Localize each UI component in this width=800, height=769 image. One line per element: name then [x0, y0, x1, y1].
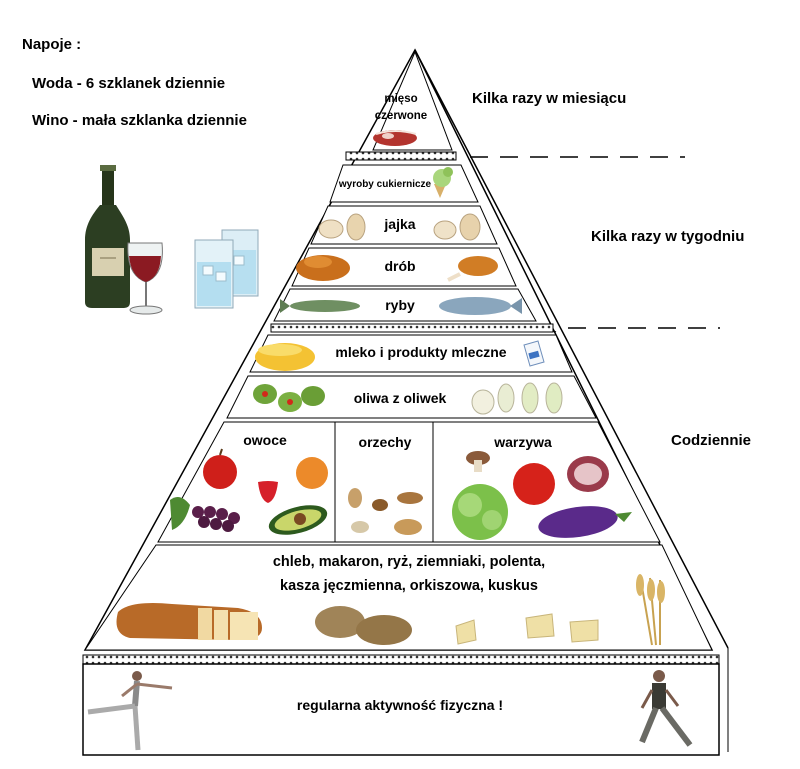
- activity-label: regularna aktywność fizyczna !: [296, 697, 504, 713]
- ice-cream-icon: [433, 167, 453, 198]
- fish-icon-right: [439, 297, 522, 315]
- garlic-cloves-icon: [471, 382, 563, 415]
- eggs-icon: [318, 213, 481, 241]
- bread-loaf-icon: [116, 603, 262, 640]
- tier-red-meat-line1: mięso: [384, 93, 418, 105]
- tier-red-meat-line2: czerwone: [374, 110, 428, 122]
- peach-icon: [296, 457, 328, 489]
- water-recommendation: Woda - 6 szklanek dziennie: [32, 75, 226, 92]
- wine-bottle-icon: [85, 165, 130, 308]
- avocado-icon: [268, 505, 328, 535]
- strawberry-icon: [258, 481, 278, 503]
- mushroom-icon: [466, 451, 490, 472]
- wheat-icon: [636, 574, 665, 646]
- frequency-weekly: Kilka razy w tygodniu: [591, 228, 745, 245]
- cabbage-icon: [452, 484, 508, 540]
- chicken-leg-icon: [447, 256, 498, 282]
- tier-grains-line1: chleb, makaron, ryż, ziemniaki, polenta,: [272, 554, 546, 570]
- green-olives-icon: [253, 384, 325, 412]
- frequency-daily: Codziennie: [671, 432, 752, 449]
- wine-glass-icon: [127, 242, 163, 315]
- grapes-icon: [170, 496, 240, 532]
- eggplant-icon: [538, 506, 632, 538]
- tier-poultry-label: drób: [384, 258, 416, 274]
- divider-dotted-base: [82, 654, 720, 665]
- dancer-figure-icon: [87, 671, 173, 751]
- tier-sweets-label: wyroby cukiernicze: [338, 179, 432, 190]
- divider-dotted-2: [270, 323, 554, 333]
- steak-icon: [373, 130, 417, 146]
- tier-dairy-label: mleko i produkty mleczne: [335, 344, 507, 360]
- tomato-icon: [513, 463, 555, 505]
- tier-red-meat-band: [372, 50, 453, 151]
- tier-olive-oil-label: oliwa z oliwek: [353, 390, 447, 406]
- pyramid-side-edge: [414, 49, 729, 649]
- tier-poultry-band: [291, 247, 517, 287]
- onion-icon: [567, 456, 609, 492]
- water-glasses-icon: [194, 229, 259, 309]
- tier-red-meat-label: mięso czerwone: [365, 91, 437, 125]
- divider-dotted-1: [345, 151, 457, 161]
- fish-icon-left: [280, 299, 360, 313]
- walking-man-icon: [639, 670, 693, 747]
- apple-icon: [203, 448, 237, 489]
- tier-vegetables-label: warzywa: [494, 434, 552, 450]
- cheese-icon: [255, 343, 315, 371]
- tier-fruit-label: owoce: [243, 432, 287, 448]
- roast-chicken-icon: [296, 255, 350, 281]
- pasta-icon: [455, 613, 599, 645]
- tier-nuts-label: orzechy: [358, 434, 412, 450]
- drinks-title: Napoje :: [22, 36, 82, 53]
- wine-recommendation: Wino - mała szklanka dziennie: [32, 112, 247, 129]
- tier-eggs-label: jajka: [384, 216, 416, 232]
- tier-fish-label: ryby: [385, 297, 415, 313]
- activity-base: [82, 663, 720, 756]
- tier-grains-line2: kasza jęczmienna, orkiszowa, kuskus: [280, 578, 538, 594]
- frequency-monthly: Kilka razy w miesiącu: [472, 90, 627, 107]
- milk-carton-icon: [523, 340, 545, 367]
- potatoes-icon: [315, 606, 412, 645]
- nuts-icon: [348, 488, 423, 535]
